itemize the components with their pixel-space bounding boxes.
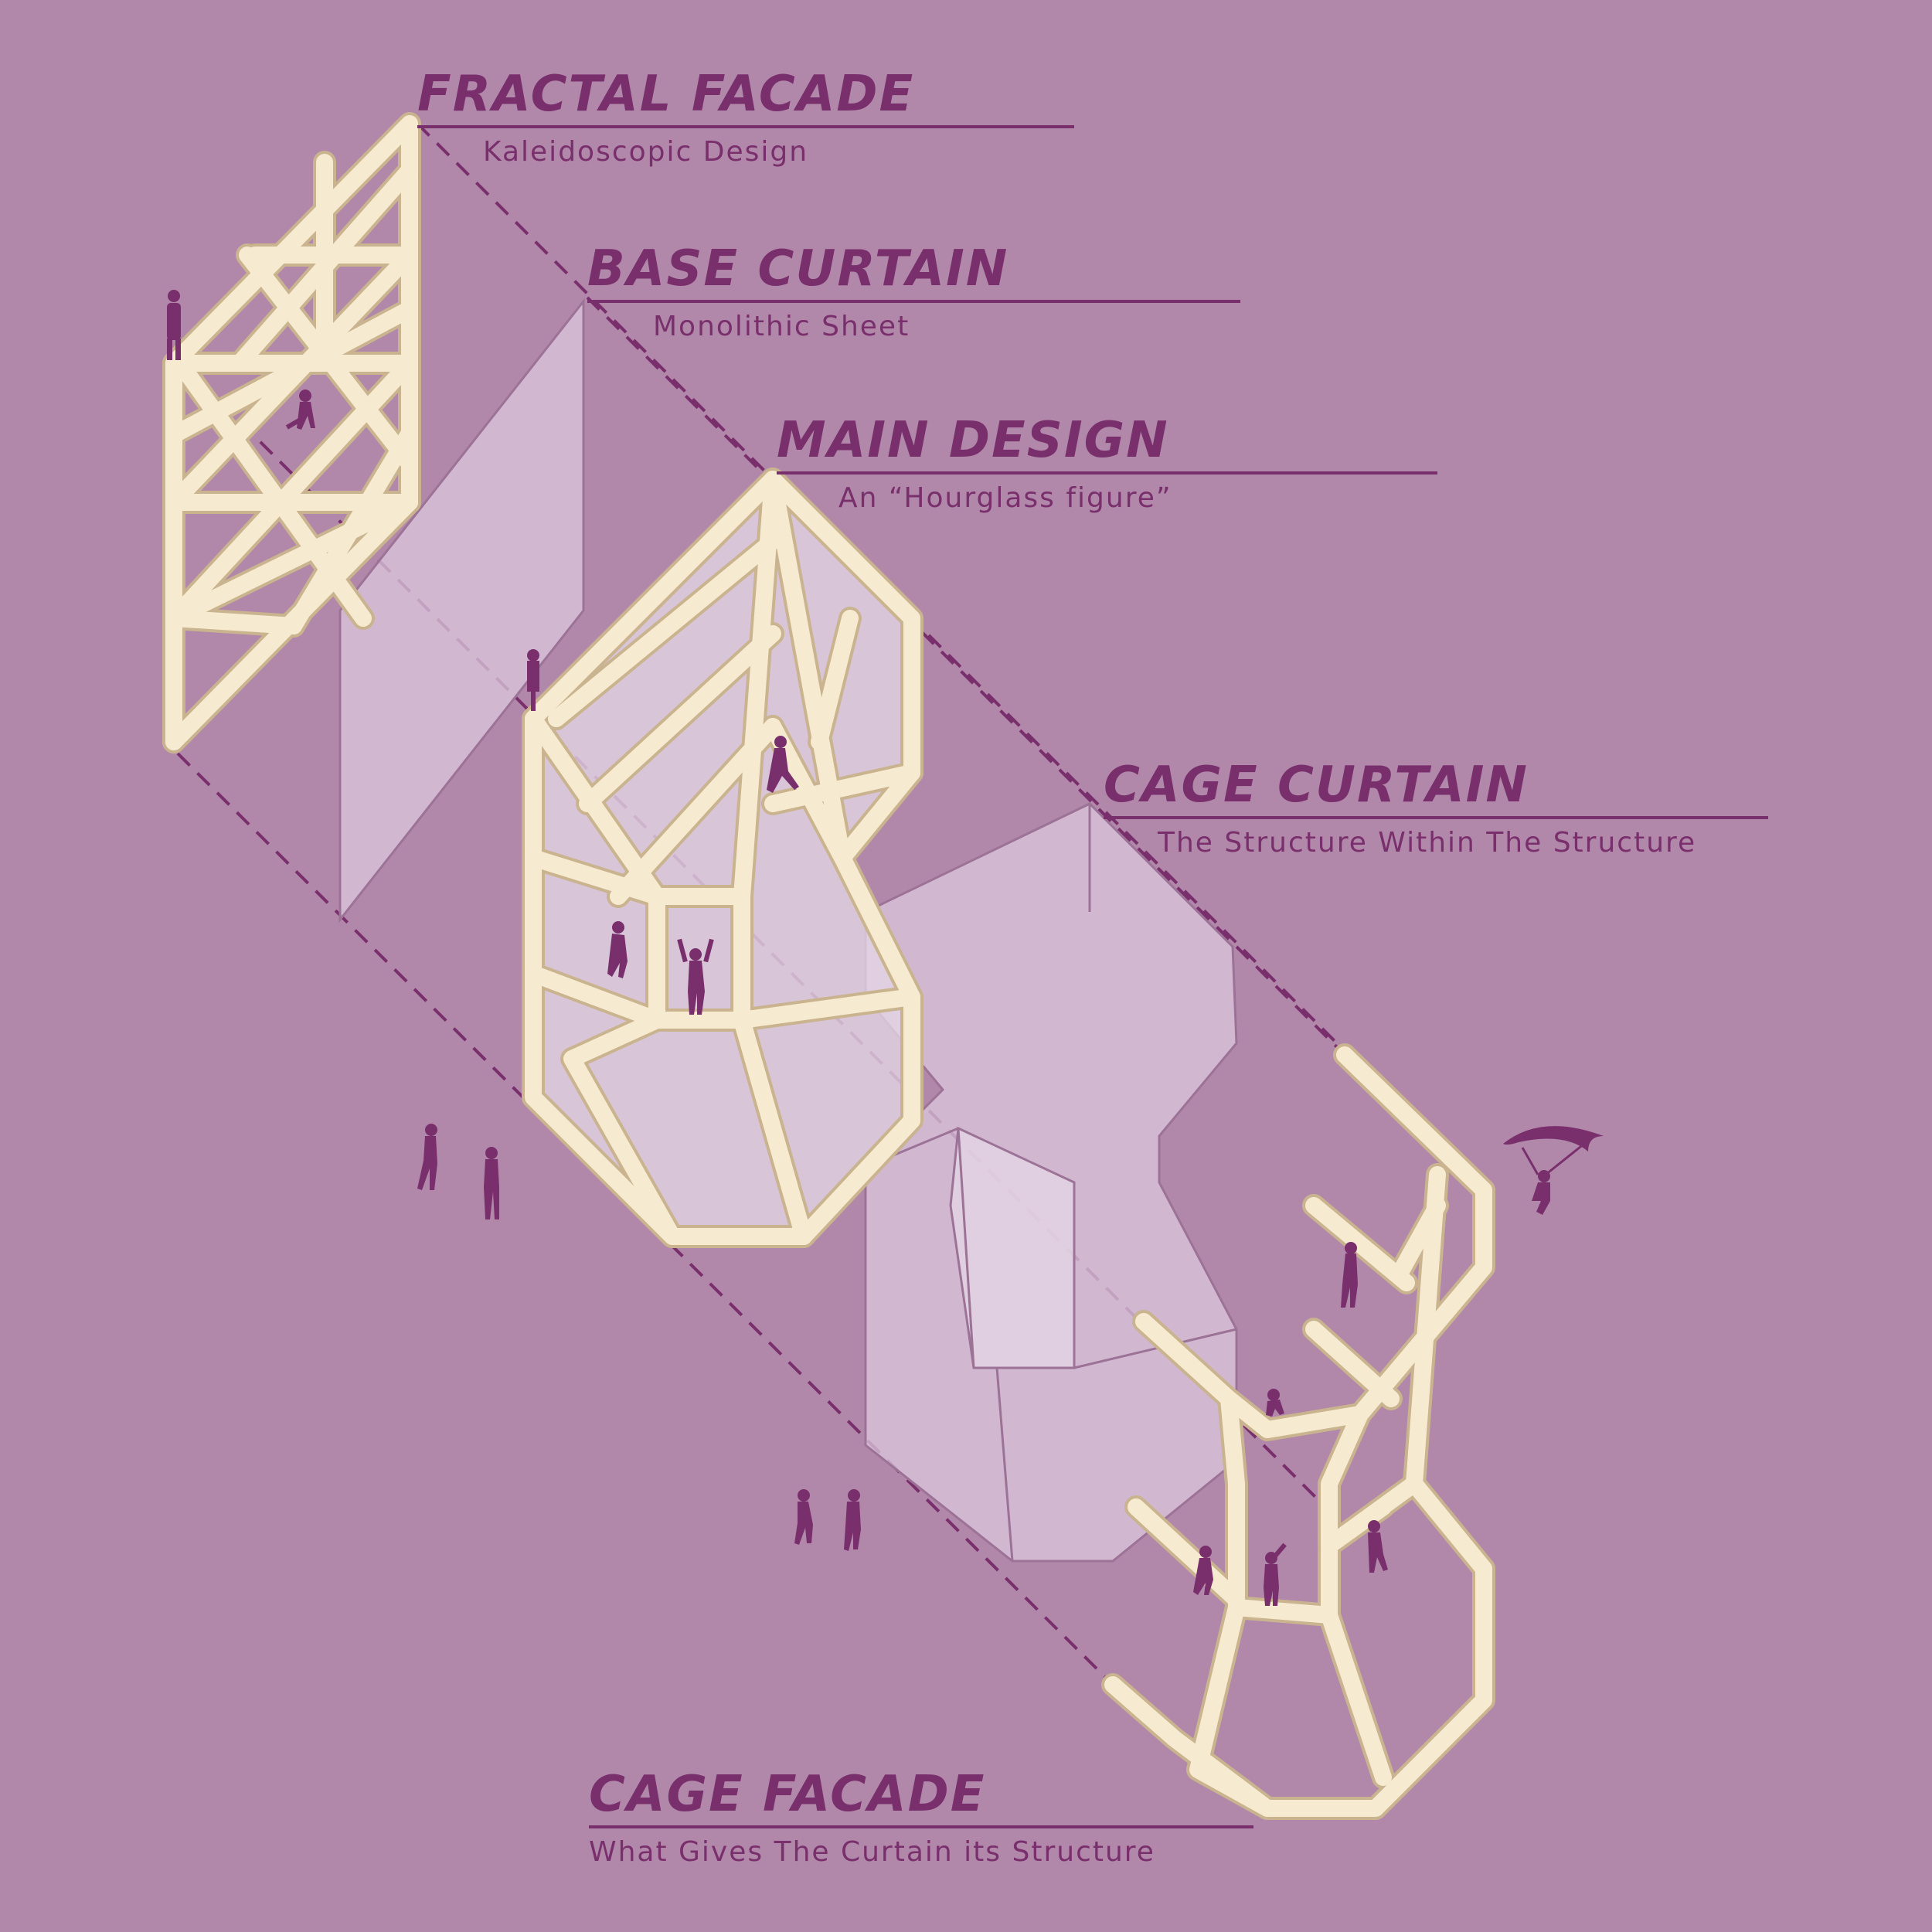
guide-line <box>176 752 1114 1686</box>
cage-facade-frame <box>1101 1043 1495 1820</box>
cage-curtain-subtitle: The Structure Within The Structure <box>1158 827 1697 859</box>
cage-facade-subtitle: What Gives The Curtain its Structure <box>589 1836 1155 1868</box>
person-figure <box>677 938 714 1015</box>
cage-curtain-volume <box>864 802 1238 1563</box>
main-design-frame <box>522 468 923 1248</box>
divider <box>1104 816 1768 819</box>
fractal-facade-subtitle: Kaleidoscopic Design <box>483 136 809 168</box>
main-design-label: MAIN DESIGN An “Hourglass figure” <box>777 416 1437 514</box>
divider <box>777 471 1437 474</box>
fractal-facade-label: FRACTAL FACADE Kaleidoscopic Design <box>417 70 1074 168</box>
divider <box>589 1825 1253 1828</box>
person-figure <box>794 1489 813 1545</box>
human-figures <box>167 290 1604 1606</box>
person-figure <box>767 736 799 793</box>
guide-line <box>586 296 1346 1056</box>
person-figure <box>1341 1242 1358 1308</box>
base-curtain-sheet <box>338 298 585 923</box>
main-design-title: MAIN DESIGN <box>777 412 1169 469</box>
cage-facade-label: CAGE FACADE What Gives The Curtain its S… <box>589 1770 1253 1868</box>
person-figure <box>484 1147 499 1219</box>
cage-curtain-label: CAGE CURTAIN The Structure Within The St… <box>1104 760 1768 859</box>
person-figure <box>1266 1389 1284 1417</box>
person-figure <box>285 389 315 430</box>
base-curtain-subtitle: Monolithic Sheet <box>653 311 910 342</box>
cage-curtain-title: CAGE CURTAIN <box>1104 757 1529 814</box>
person-figure <box>1193 1546 1213 1595</box>
person-figure <box>607 921 628 978</box>
person-figure <box>527 649 539 711</box>
main-design-subtitle: An “Hourglass figure” <box>838 482 1172 514</box>
divider <box>417 125 1074 128</box>
person-figure <box>844 1489 861 1551</box>
person-figure <box>1264 1543 1287 1606</box>
fractal-facade-frame <box>162 112 421 753</box>
paraglider-figure <box>1503 1126 1604 1215</box>
base-curtain-label: BASE CURTAIN Monolithic Sheet <box>587 244 1240 342</box>
person-figure <box>167 290 181 360</box>
fractal-facade-title: FRACTAL FACADE <box>417 66 915 123</box>
base-curtain-title: BASE CURTAIN <box>587 240 1009 298</box>
person-figure <box>1368 1520 1388 1573</box>
divider <box>587 300 1240 303</box>
person-figure <box>417 1124 437 1190</box>
cage-facade-title: CAGE FACADE <box>589 1766 986 1823</box>
